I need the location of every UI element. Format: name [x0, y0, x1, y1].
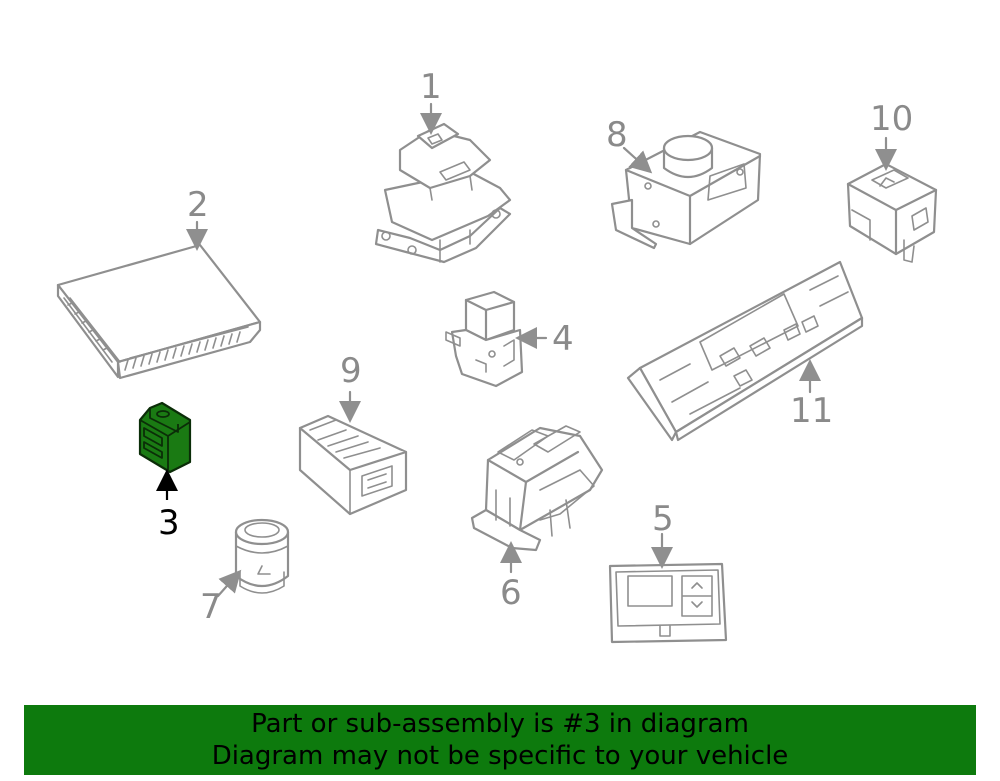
part-1-shifter[interactable] — [374, 122, 512, 264]
part-6-switch-assembly[interactable] — [470, 425, 604, 552]
part-5-display-unit[interactable] — [608, 562, 728, 644]
banner-line-1: Part or sub-assembly is #3 in diagram — [251, 709, 749, 739]
callout-2: 2 — [187, 185, 209, 225]
parts-diagram: 2 3 7 9 — [56, 67, 938, 644]
banner-line-2: Diagram may not be specific to your vehi… — [211, 741, 789, 771]
callout-3: 3 — [158, 503, 180, 543]
part-10-small-switch[interactable] — [846, 162, 938, 263]
part-4-relay[interactable] — [445, 290, 524, 388]
part-9-housing[interactable] — [298, 414, 408, 516]
callout-10: 10 — [870, 99, 913, 139]
part-2-module[interactable] — [56, 243, 262, 380]
part-3-switch-highlighted[interactable] — [138, 401, 192, 474]
callout-8: 8 — [606, 115, 628, 155]
callout-5: 5 — [652, 499, 674, 539]
part-7-round-switch[interactable] — [234, 518, 290, 594]
callout-9: 9 — [340, 351, 362, 391]
callout-4: 4 — [552, 319, 574, 359]
callout-7: 7 — [200, 587, 222, 627]
part-11-control-panel[interactable] — [626, 260, 864, 442]
info-banner: Part or sub-assembly is #3 in diagram Di… — [24, 705, 976, 775]
callout-6: 6 — [500, 573, 522, 613]
callout-1: 1 — [420, 67, 442, 107]
callout-11: 11 — [790, 391, 833, 431]
part-8-rotary-controller[interactable] — [610, 130, 762, 250]
